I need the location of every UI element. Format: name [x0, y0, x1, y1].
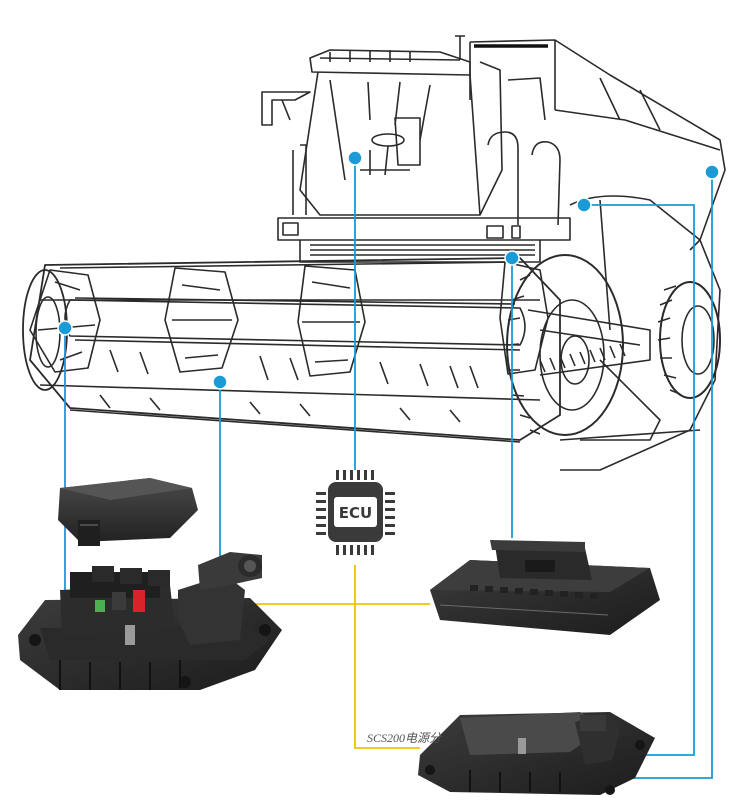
ecu-chip-icon: ECU	[316, 470, 395, 555]
cab-sensor-dot[interactable]	[347, 150, 363, 166]
power-module-scs200[interactable]	[418, 712, 655, 795]
module-lid	[58, 478, 198, 546]
rear-sensor-2-dot[interactable]	[704, 164, 720, 180]
sensor-points	[57, 150, 720, 390]
signal-wires	[64, 158, 713, 779]
header-mid-sensor-dot[interactable]	[212, 374, 228, 390]
power-wires	[248, 565, 430, 749]
engine-sensor-dot[interactable]	[504, 250, 520, 266]
ecu-label: ECU	[339, 504, 372, 522]
power-distribution-box[interactable]	[18, 552, 282, 690]
connector-controller[interactable]	[430, 540, 660, 635]
combine-harvester-illustration	[22, 35, 726, 471]
module-caption: SCS200电源分	[367, 731, 442, 745]
rear-sensor-1-dot[interactable]	[576, 197, 592, 213]
header-left-sensor-dot[interactable]	[57, 320, 73, 336]
